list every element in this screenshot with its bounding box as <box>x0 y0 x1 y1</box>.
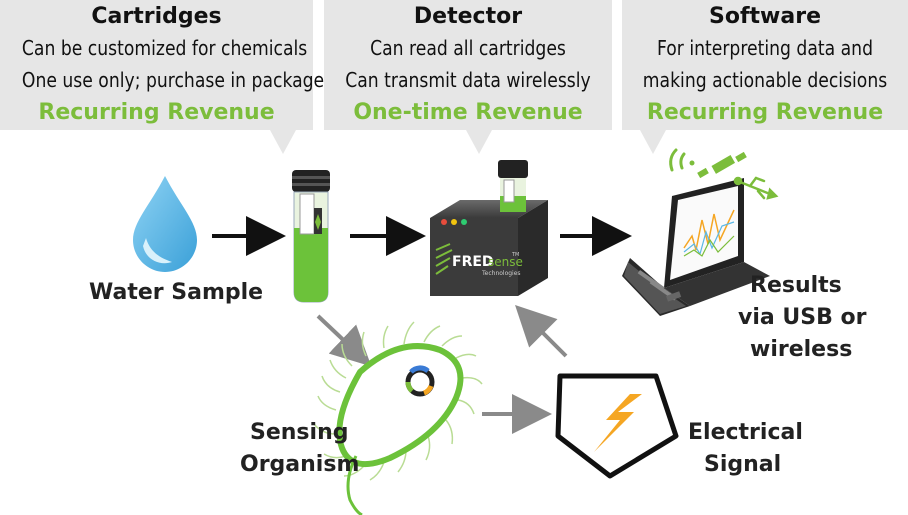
software-line-1: For interpreting data and <box>657 36 873 60</box>
electrical-label-2: Signal <box>704 452 782 477</box>
detector-title: Detector <box>413 4 523 29</box>
software-title: Software <box>709 4 821 29</box>
cartridges-line-2: One use only; purchase in packages <box>21 68 334 92</box>
detector-callout-tail <box>466 130 492 154</box>
detector-box-icon: FRED sense TM Technologies <box>430 160 548 296</box>
bacterium-icon <box>313 321 483 515</box>
device-brand-main: FRED <box>452 254 494 270</box>
results-label-3: wireless <box>750 337 853 362</box>
software-callout-tail <box>640 130 666 154</box>
detector-callout: Detector Can read all cartridges Can tra… <box>324 0 612 130</box>
sensing-label-2: Organism <box>240 452 360 477</box>
software-revenue: Recurring Revenue <box>646 100 884 125</box>
lightning-bolt-icon <box>555 373 679 479</box>
detector-line-2: Can transmit data wirelessly <box>345 68 591 92</box>
wireless-icon <box>669 148 695 172</box>
software-callout: Software For interpreting data and makin… <box>622 0 908 130</box>
sensing-label-1: Sensing <box>250 420 349 445</box>
device-brand-sub: Technologies <box>481 270 521 277</box>
arrow-cartridge-to-organism <box>316 314 372 367</box>
cartridges-callout-tail <box>270 130 296 154</box>
cartridges-revenue: Recurring Revenue <box>38 100 275 125</box>
cartridges-callout: Cartridges Can be customized for chemica… <box>0 0 334 130</box>
usb-icon <box>733 176 779 200</box>
water-sample-label: Water Sample <box>89 280 264 305</box>
cartridges-line-1: Can be customized for chemicals <box>21 36 308 60</box>
test-tube-icon <box>292 170 330 303</box>
laptop-icon <box>622 178 770 316</box>
detector-revenue: One-time Revenue <box>353 100 583 125</box>
software-line-2: making actionable decisions <box>642 68 888 92</box>
results-label-2: via USB or <box>738 305 867 330</box>
detector-line-1: Can read all cartridges <box>370 36 566 60</box>
arrow-signal-to-detector <box>515 305 568 358</box>
satellite-icon <box>697 151 747 179</box>
electrical-label-1: Electrical <box>688 420 803 445</box>
device-brand-sense: sense <box>488 255 523 269</box>
water-drop-icon <box>133 176 197 272</box>
cartridges-title: Cartridges <box>91 4 222 29</box>
results-label-1: Results <box>750 273 842 298</box>
device-brand-tm: TM <box>511 252 519 258</box>
